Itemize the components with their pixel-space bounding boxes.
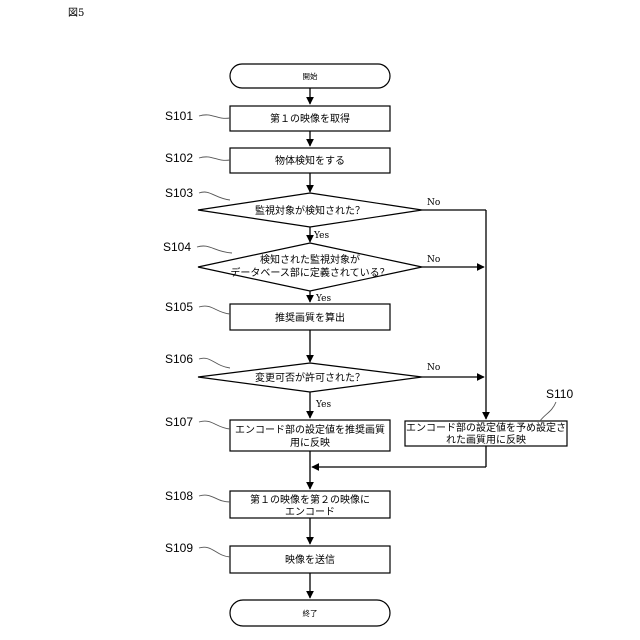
node-start: 開始: [230, 64, 390, 88]
node-s103: 監視対象が検知された？: [198, 193, 422, 227]
leader-s105: [199, 306, 230, 314]
node-s110-label-1: エンコード部の設定値を予め設定さ: [406, 421, 566, 434]
step-label-s109: S109: [165, 541, 193, 555]
branch-label-s106-no: No: [427, 363, 440, 373]
leader-s108: [199, 495, 230, 502]
leader-s110: [540, 402, 556, 421]
node-start-label: 開始: [303, 71, 318, 81]
node-s110: エンコード部の設定値を予め設定さ れた画質用に反映: [405, 421, 567, 446]
leader-s101: [199, 115, 230, 118]
node-s109: 映像を送信: [230, 546, 390, 573]
node-s108-label-1: 第１の映像を第２の映像に: [250, 493, 370, 506]
leader-s107: [199, 421, 230, 429]
step-label-s101: S101: [165, 109, 193, 123]
figure-label: 図5: [68, 7, 84, 19]
node-s107-label-1: エンコード部の設定値を推奨画質: [235, 423, 385, 436]
node-s110-label-2: れた画質用に反映: [446, 433, 526, 446]
node-s103-label: 監視対象が検知された？: [255, 204, 365, 217]
node-s101: 第１の映像を取得: [230, 106, 390, 131]
node-s101-label: 第１の映像を取得: [270, 112, 350, 125]
node-s109-label: 映像を送信: [285, 553, 335, 566]
leader-s104: [197, 246, 232, 253]
step-labels: S101 S102 S103 S104 S105 S106 S107 S108 …: [163, 109, 573, 557]
node-s104-label-1: 検知された監視対象が: [260, 253, 360, 266]
node-s106-label: 変更可否が許可された？: [255, 371, 365, 384]
step-label-s105: S105: [165, 300, 193, 314]
step-label-s107: S107: [165, 415, 193, 429]
node-s104-label-2: データベース部に定義されている？: [230, 266, 389, 279]
branch-label-s103-no: No: [427, 198, 440, 208]
branch-label-s104-no: No: [427, 255, 440, 265]
node-end: 終了: [230, 600, 390, 626]
node-s106: 変更可否が許可された？: [198, 363, 422, 392]
leader-s106: [199, 358, 230, 368]
leader-s109: [199, 547, 230, 557]
step-label-s104: S104: [163, 240, 191, 254]
node-s108: 第１の映像を第２の映像に エンコード: [230, 491, 390, 518]
branch-label-s106-yes: Yes: [315, 400, 331, 410]
branch-label-s103-yes: Yes: [313, 231, 329, 241]
leader-s103: [199, 192, 230, 200]
step-label-s110: S110: [546, 387, 573, 401]
node-s102: 物体検知をする: [230, 148, 390, 173]
step-label-s103: S103: [165, 186, 193, 200]
leader-s102: [199, 157, 230, 160]
node-s104: 検知された監視対象が データベース部に定義されている？: [198, 243, 422, 291]
node-s105-label: 推奨画質を算出: [275, 311, 345, 324]
node-s107: エンコード部の設定値を推奨画質 用に反映: [230, 420, 390, 451]
step-label-s106: S106: [165, 352, 193, 366]
node-s105: 推奨画質を算出: [230, 304, 390, 330]
node-s102-label: 物体検知をする: [275, 154, 345, 167]
step-label-s102: S102: [165, 151, 193, 165]
node-s108-label-2: エンコード: [285, 507, 335, 518]
node-s107-label-2: 用に反映: [290, 437, 330, 449]
node-end-label: 終了: [303, 608, 318, 618]
branch-label-s104-yes: Yes: [315, 294, 331, 304]
step-label-s108: S108: [165, 489, 193, 503]
